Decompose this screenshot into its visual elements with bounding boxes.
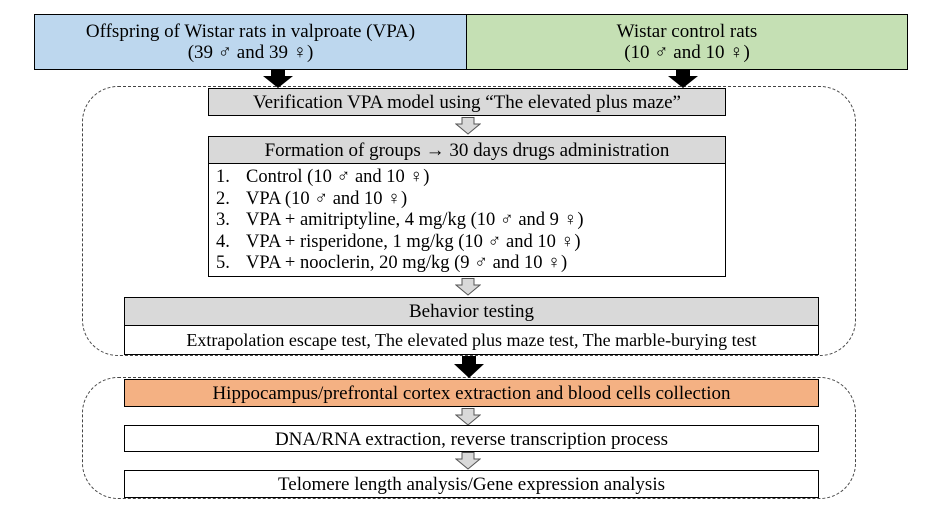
groups-list-box	[208, 163, 726, 277]
arrow-down-icon	[455, 117, 481, 135]
group-label: VPA + risperidone, 1 mg/kg (10 ♂ and 10 …	[246, 231, 581, 252]
group-number: 1.	[216, 167, 230, 187]
behavior-testing-header: Behavior testing	[124, 297, 819, 326]
arrow-down-icon	[454, 356, 484, 378]
vpa-offspring-count: (39 ♂ and 39 ♀)	[187, 42, 314, 63]
group-label: Control (10 ♂ and 10 ♀)	[246, 167, 430, 187]
control-rats-title: Wistar control rats	[616, 21, 758, 42]
analysis-box: Telomere length analysis/Gene expression…	[124, 470, 819, 498]
group-label: VPA + nooclerin, 20 mg/kg (9 ♂ and 10 ♀)	[246, 253, 568, 273]
group-number: 4.	[216, 231, 230, 252]
list-item: 3. VPA + amitriptyline, 4 mg/kg (10 ♂ an…	[216, 210, 584, 232]
list-item: 1. Control (10 ♂ and 10 ♀)	[216, 167, 584, 189]
control-rats-count: (10 ♂ and 10 ♀)	[624, 42, 750, 63]
list-item: 4. VPA + risperidone, 1 mg/kg (10 ♂ and …	[216, 232, 584, 254]
extraction-box: Hippocampus/prefrontal cortex extraction…	[124, 379, 819, 407]
group-label: VPA (10 ♂ and 10 ♀)	[246, 188, 408, 209]
arrow-down-icon	[455, 452, 481, 470]
arrow-down-icon	[455, 408, 481, 426]
upper-stage-outline	[82, 86, 856, 356]
vpa-offspring-title: Offspring of Wistar rats in valproate (V…	[85, 21, 416, 42]
groups-list: 1. Control (10 ♂ and 10 ♀) 2. VPA (10 ♂ …	[216, 167, 584, 275]
arrow-down-icon	[668, 70, 698, 88]
list-item: 2. VPA (10 ♂ and 10 ♀)	[216, 189, 584, 211]
control-rats-box: Wistar control rats (10 ♂ and 10 ♀)	[466, 14, 908, 70]
vpa-offspring-box: Offspring of Wistar rats in valproate (V…	[34, 14, 467, 70]
dna-rna-box: DNA/RNA extraction, reverse transcriptio…	[124, 425, 819, 452]
group-number: 3.	[216, 210, 230, 230]
group-label: VPA + amitriptyline, 4 mg/kg (10 ♂ and 9…	[246, 210, 584, 230]
arrow-down-icon	[455, 278, 481, 296]
group-number: 5.	[216, 253, 230, 273]
behavior-tests-box: Extrapolation escape test, The elevated …	[124, 325, 819, 355]
list-item: 5. VPA + nooclerin, 20 mg/kg (9 ♂ and 10…	[216, 253, 584, 275]
group-number: 2.	[216, 188, 230, 209]
arrow-down-icon	[263, 70, 293, 88]
verification-box: Verification VPA model using “The elevat…	[208, 88, 726, 116]
formation-header: Formation of groups → 30 days drugs admi…	[208, 136, 726, 164]
